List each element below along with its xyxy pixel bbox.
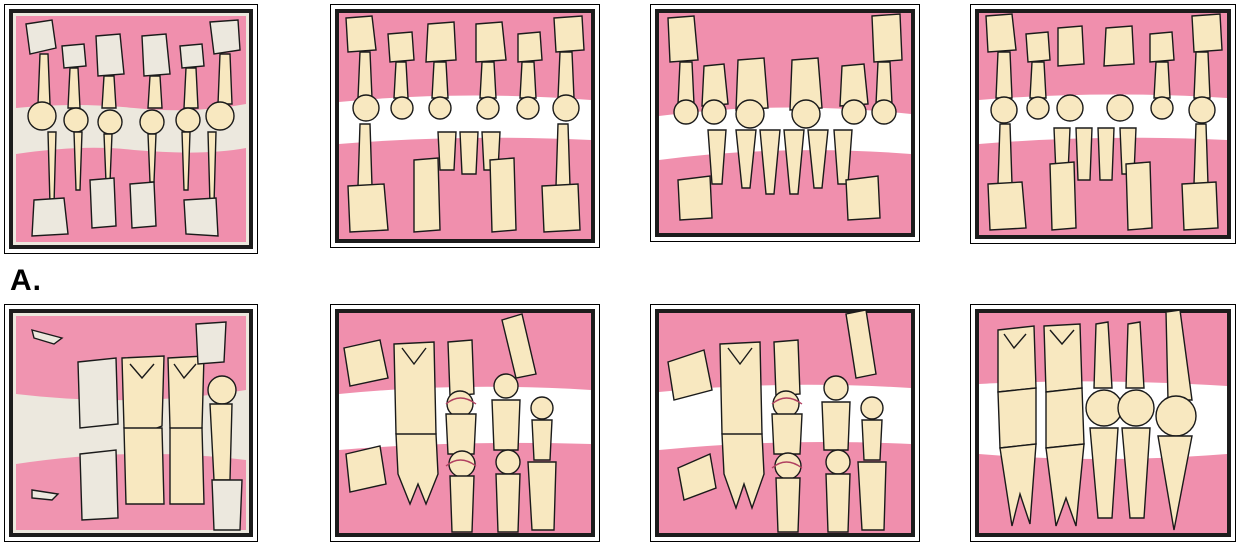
panel-frontal-stage-3: [650, 4, 920, 242]
dentition-diagram: [330, 4, 600, 248]
dentition-diagram: [970, 4, 1236, 244]
dentition-diagram: [650, 304, 920, 542]
panel-frontal-stage-4: [970, 4, 1236, 244]
panel-frontal-stage-2: [330, 4, 600, 248]
panel-lateral-stage-1: [4, 304, 258, 542]
panel-lateral-stage-3: [650, 304, 920, 542]
panel-lateral-stage-2: [330, 304, 600, 542]
dentition-diagram: [330, 304, 600, 542]
panel-frontal-stage-1: [4, 4, 258, 254]
dentition-diagram: [4, 4, 258, 254]
dentition-diagram: [970, 304, 1236, 542]
dentition-diagram: [4, 304, 258, 542]
panel-lateral-stage-4: [970, 304, 1236, 542]
figure-label: A.: [10, 264, 42, 298]
dentition-diagram: [650, 4, 920, 242]
